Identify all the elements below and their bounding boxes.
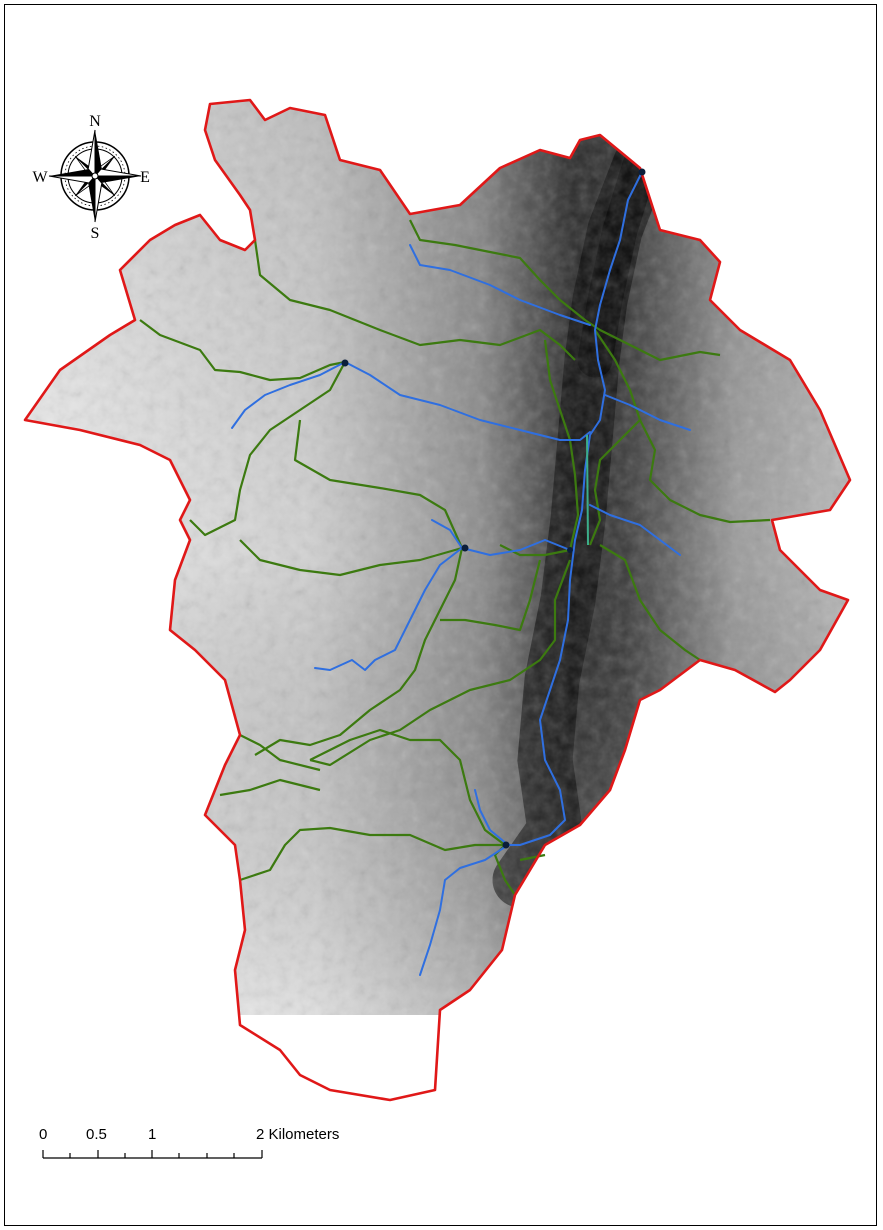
subbasin-line [309, 559, 572, 767]
subbasin-line [599, 544, 701, 661]
compass-south-label: S [91, 225, 100, 242]
compass-north-label: N [89, 113, 101, 130]
subbasin-line [239, 539, 463, 577]
scale-label-0-5: 0.5 [86, 1126, 107, 1143]
stream [419, 844, 509, 976]
scale-label-0: 0 [39, 1126, 48, 1143]
outlet-point [567, 547, 573, 553]
outlet-point [461, 544, 469, 552]
scale-label-2-kilometers: 2 Kilometers [256, 1126, 340, 1143]
subbasin-line [239, 734, 321, 772]
subbasin-line [639, 419, 771, 524]
subbasin-line [519, 853, 546, 862]
main-stream [507, 171, 643, 846]
stream [314, 547, 463, 671]
stream-network [231, 171, 691, 976]
subbasin-line [219, 778, 321, 797]
outlet-point [638, 168, 646, 176]
stream [344, 361, 591, 441]
stream [409, 244, 591, 326]
scale-label-1: 1 [148, 1126, 157, 1143]
stream [604, 394, 691, 431]
stream [231, 361, 346, 429]
stream [589, 504, 681, 556]
outlet-point [502, 841, 510, 849]
outlet-point [341, 359, 349, 367]
scale-bar [42, 1150, 263, 1159]
outlet-points [341, 168, 646, 849]
subbasin-line [239, 826, 505, 882]
stream [474, 789, 509, 846]
subbasin-line [309, 728, 506, 846]
subbasin-line [409, 219, 721, 362]
subbasin-line [293, 419, 464, 549]
compass-east-label: E [140, 169, 150, 186]
subbasin-line [189, 361, 346, 537]
subbasin-line [139, 319, 346, 382]
north-arrow: N S E W [32, 113, 149, 242]
stream [431, 519, 571, 556]
compass-west-label: W [32, 169, 48, 186]
channel-segment [586, 434, 589, 546]
subbasin-line [440, 559, 542, 632]
subbasin-line [499, 544, 571, 557]
subbasin-line [254, 547, 464, 756]
subbasin-line [253, 239, 576, 361]
